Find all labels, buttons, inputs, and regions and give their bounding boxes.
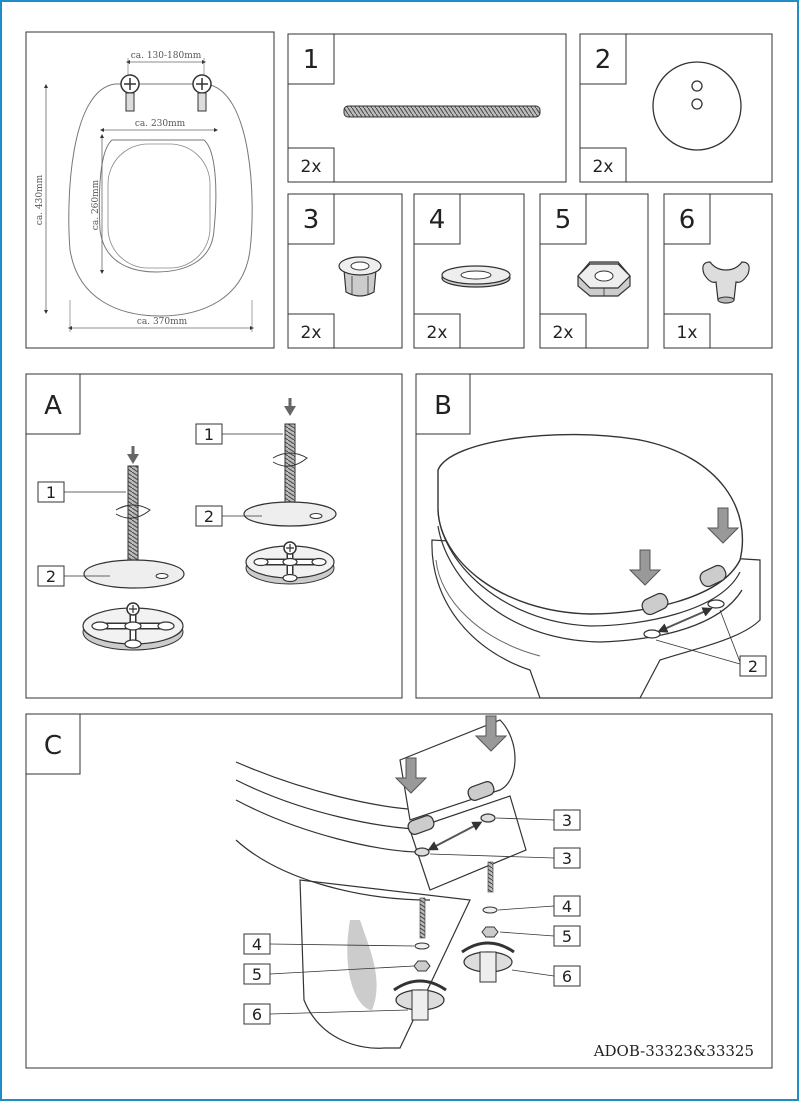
plug-bushing-icon	[338, 256, 382, 297]
part-1-card: 1 2x	[287, 33, 567, 183]
step-a-callout-4: 2	[204, 507, 214, 526]
part-5-quantity: 2x	[553, 323, 574, 343]
part-5-card: 5 2x	[539, 193, 649, 349]
opening-length-dimension: ca. 260mm	[91, 179, 101, 230]
step-c-callout-4-right: 4	[562, 897, 572, 916]
step-c-callout-6-right: 6	[562, 967, 572, 986]
hinge-spacing-dimension: ca. 130-180mm	[131, 51, 202, 61]
part-6-number: 6	[679, 205, 696, 235]
threaded-rod-icon	[343, 105, 541, 118]
step-b-panel: B 2	[415, 373, 773, 699]
part-4-card: 4 2x	[413, 193, 525, 349]
step-c-callout-3-lower: 3	[562, 849, 572, 868]
step-c-callout-6-left: 6	[252, 1005, 262, 1024]
step-c-callout-5-right: 5	[562, 927, 572, 946]
part-4-number: 4	[429, 205, 446, 235]
step-a-panel: A 1 2	[25, 373, 403, 699]
down-arrow-icon	[628, 549, 662, 586]
part-3-card: 3 2x	[287, 193, 403, 349]
part-6-card: 6 1x	[663, 193, 773, 349]
seat-width-dimension: ca. 370mm	[137, 317, 188, 327]
part-2-card: 2 2x	[579, 33, 773, 183]
step-c-callout-3-upper: 3	[562, 811, 572, 830]
wing-tool-icon	[702, 261, 750, 304]
toilet-with-seat-icon	[431, 433, 761, 699]
disc-plate-icon	[243, 501, 337, 527]
down-arrow-icon	[706, 507, 740, 544]
down-arrow-icon	[394, 757, 428, 794]
step-b-label: B	[434, 391, 452, 421]
step-c-callout-4-left: 4	[252, 935, 262, 954]
step-a-label: A	[44, 391, 62, 421]
step-c-label: C	[44, 731, 62, 761]
model-code: ADOB-33323&33325	[593, 1042, 754, 1060]
part-3-quantity: 2x	[301, 323, 322, 343]
hex-nut-icon	[577, 261, 631, 297]
seat-length-dimension: ca. 430mm	[35, 174, 45, 225]
opening-width-dimension: ca. 230mm	[135, 119, 186, 129]
part-2-quantity: 2x	[593, 157, 614, 177]
part-5-number: 5	[555, 205, 572, 235]
part-4-quantity: 2x	[427, 323, 448, 343]
hinge-base-icon	[82, 602, 184, 651]
disc-plate-icon	[83, 559, 185, 589]
part-1-number: 1	[303, 45, 320, 75]
disc-plate-icon	[652, 61, 742, 151]
step-a-callout-1: 1	[46, 483, 56, 502]
hinge-base-icon	[245, 541, 335, 585]
dimension-drawing: ca. 130-180mm ca. 230mm ca. 260mm ca. 43…	[25, 31, 275, 349]
step-b-callout-2: 2	[748, 657, 758, 676]
part-6-quantity: 1x	[677, 323, 698, 343]
step-a-callout-3: 1	[204, 425, 214, 444]
toilet-underside-icon	[235, 715, 527, 1049]
hinge-left-icon	[120, 74, 140, 112]
washer-icon	[441, 265, 511, 288]
part-1-quantity: 2x	[301, 157, 322, 177]
part-3-number: 3	[303, 205, 320, 235]
step-c-callout-5-left: 5	[252, 965, 262, 984]
down-arrow-icon	[474, 715, 508, 752]
step-c-panel: C	[25, 713, 773, 1069]
part-2-number: 2	[595, 45, 612, 75]
step-a-callout-2: 2	[46, 567, 56, 586]
hinge-right-icon	[192, 74, 212, 112]
